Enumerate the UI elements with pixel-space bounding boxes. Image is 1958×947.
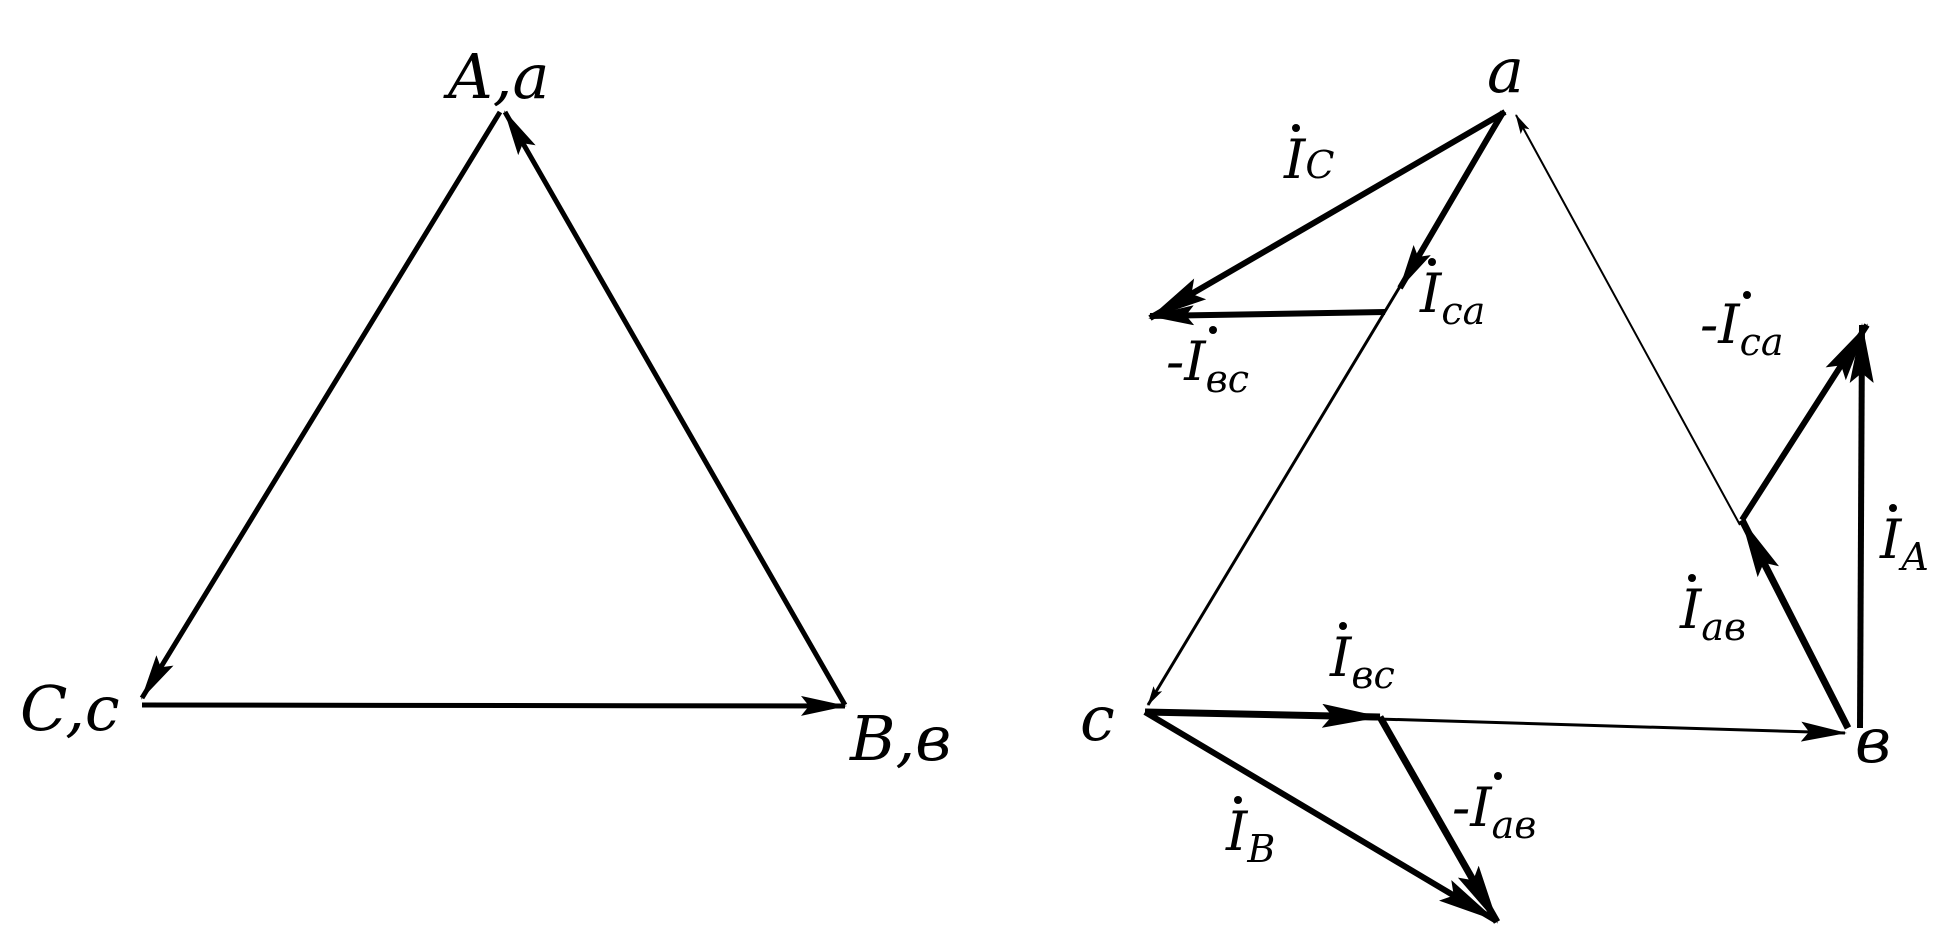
vector-I-ab: [1738, 518, 1852, 730]
label-letter: I: [1329, 626, 1353, 689]
label-prefix: -: [1700, 293, 1718, 356]
label-dot: [1209, 326, 1217, 334]
label-dot: [1494, 772, 1502, 780]
vector-I-B: [1143, 709, 1497, 923]
label-letter: I: [1679, 578, 1703, 641]
vertex-label-c: c: [1080, 682, 1115, 755]
label-I-B: IB: [1225, 796, 1275, 871]
label-dot: [1743, 291, 1751, 299]
side-b-to-a: [1515, 114, 1741, 526]
label-subscript: вc: [1206, 357, 1249, 401]
label-I-bc: Iвc: [1329, 622, 1395, 697]
vector-I-A: [1849, 323, 1874, 729]
label-dot: [1339, 622, 1347, 630]
label-dot: [1688, 574, 1696, 582]
label-I-C: IC: [1283, 124, 1334, 191]
label-dot: [1234, 796, 1242, 804]
vector-I-C: [1148, 109, 1507, 321]
vertex-label-a: a: [1487, 34, 1524, 107]
label-subscript: ca: [1740, 320, 1784, 364]
label-letter: I: [1419, 262, 1443, 325]
label-neg-I-bc: -Iвc: [1166, 326, 1249, 401]
vector-I-ca: [1397, 110, 1506, 290]
label-subscript: aв: [1492, 803, 1537, 847]
label-letter: I: [1469, 776, 1493, 839]
svg-text:-Iaв: -Iaв: [1452, 776, 1536, 847]
label-I-A: IA: [1879, 504, 1929, 579]
svg-text:-Ica: -Ica: [1700, 293, 1784, 364]
label-dot: [1428, 258, 1436, 266]
label-letter: I: [1879, 508, 1903, 571]
label-subscript: aв: [1701, 605, 1746, 649]
svg-text:Ica: Ica: [1419, 262, 1485, 333]
label-subscript: A: [1898, 535, 1928, 579]
label-letter: I: [1717, 293, 1741, 356]
vertex-label-b: в: [1855, 704, 1891, 777]
left-triangle: A,a C,c B,в: [20, 40, 951, 775]
vertex-label-A-a: A,a: [443, 40, 549, 113]
label-subscript: вc: [1351, 653, 1394, 697]
vector-a-to-c: [139, 110, 503, 700]
label-letter: I: [1225, 800, 1249, 863]
label-neg-I-ab: -Iaв: [1452, 772, 1536, 847]
label-prefix: -: [1166, 330, 1184, 393]
svg-text:-Iвc: -Iвc: [1166, 330, 1249, 401]
label-dot: [1889, 504, 1897, 512]
svg-text:IB: IB: [1225, 800, 1275, 871]
svg-text:IA: IA: [1879, 508, 1929, 579]
label-letter: I: [1283, 128, 1307, 191]
label-I-ab: Iaв: [1679, 574, 1746, 649]
svg-text:Iвc: Iвc: [1329, 626, 1395, 697]
label-neg-I-ca: -Ica: [1700, 291, 1784, 364]
vector-c-to-b: [141, 695, 847, 716]
label-subscript: C: [1305, 143, 1334, 187]
svg-text:Iaв: Iaв: [1679, 578, 1746, 649]
svg-text:IC: IC: [1283, 128, 1334, 191]
label-subscript: B: [1246, 827, 1275, 871]
label-letter: I: [1183, 330, 1207, 393]
label-prefix: -: [1452, 776, 1470, 839]
vector-I-bc: [1144, 703, 1382, 728]
right-diagram: a c в IC Ica -Iвc -Ica IA Iaв: [1080, 34, 1929, 924]
label-I-ca: Ica: [1419, 258, 1485, 333]
label-subscript: ca: [1441, 289, 1485, 333]
vector-neg-I-ca: [1739, 323, 1870, 522]
vertex-label-C-c: C,c: [20, 672, 120, 745]
label-dot: [1292, 124, 1300, 132]
vector-b-to-a: [502, 110, 848, 707]
vector-neg-I-bc: [1148, 305, 1386, 326]
vertex-label-B-b: B,в: [849, 702, 951, 775]
